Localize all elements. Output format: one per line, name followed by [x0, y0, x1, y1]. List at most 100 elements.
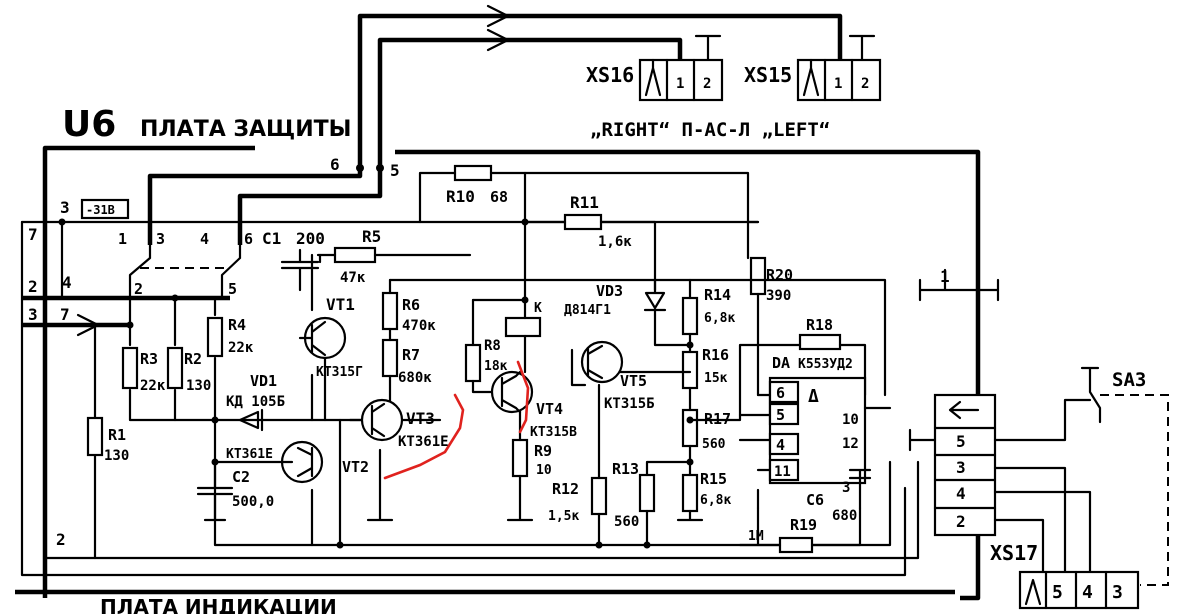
- xs16-pin1: 1: [676, 76, 684, 92]
- r11-ref: R11: [570, 193, 599, 212]
- diode-vd3: [643, 278, 667, 317]
- r15-ref: R15: [700, 470, 727, 488]
- relay-pin-6: 6: [244, 230, 253, 248]
- vt2-ref: VT2: [342, 458, 369, 476]
- da-opamp-symbol: Δ: [808, 386, 819, 407]
- bottom-caption: ПЛАТА ИНДИКАЦИИ: [100, 595, 337, 614]
- resistor-r9: [511, 438, 529, 478]
- relay-pin-4: 4: [200, 230, 209, 248]
- resistor-r8: [464, 343, 482, 383]
- resistor-r1: [86, 416, 104, 457]
- relay-pin-1: 1: [118, 230, 127, 248]
- r8-value: 18к: [484, 359, 508, 374]
- transistor-vt4: [490, 370, 534, 414]
- xs15-pin2: 2: [861, 76, 869, 92]
- transistor-vt5: [580, 340, 624, 384]
- sa3-label: SA3: [1112, 369, 1146, 391]
- da-pin5: 5: [776, 406, 785, 424]
- c6-ref: C6: [806, 491, 824, 509]
- ground-1: [918, 268, 1000, 302]
- r3-ref: R3: [140, 350, 158, 368]
- resistor-r12: [590, 476, 608, 516]
- relay-k-label: К: [534, 301, 542, 316]
- pin-2b: 2: [56, 530, 66, 549]
- vt4-ref: VT4: [536, 400, 563, 418]
- r4-value: 22к: [228, 340, 254, 356]
- resistor-r19: [778, 536, 814, 554]
- relay-pin-5: 5: [228, 280, 237, 298]
- pin-3b: 3: [28, 305, 38, 324]
- xs17-pin5: 5: [1052, 582, 1063, 603]
- vt2-value: КТ361Е: [226, 447, 273, 462]
- pin-7: 7: [28, 225, 38, 244]
- r18-ref: R18: [806, 316, 833, 334]
- diode-vd1: [238, 408, 264, 432]
- vt4-value: КТ315В: [530, 425, 577, 440]
- vd1-value: КД 105Б: [226, 394, 285, 410]
- xs16-pin2: 2: [703, 76, 711, 92]
- resistor-r5: [316, 246, 472, 264]
- block-pin4: 4: [956, 484, 966, 503]
- r13-value: 560: [614, 514, 639, 530]
- vt3-ref: VT3: [406, 409, 435, 428]
- vt5-value: КТ315Б: [604, 396, 655, 412]
- right-connector-block: [908, 366, 1169, 586]
- block-pin3: 3: [956, 458, 966, 477]
- c2-value: 500,0: [232, 494, 274, 510]
- c1-ref: C1: [262, 229, 281, 248]
- pin-7b: 7: [60, 305, 70, 324]
- relay-pin-3: 3: [156, 230, 165, 248]
- da-pin4: 4: [776, 436, 785, 454]
- transistor-vt3: [360, 398, 404, 442]
- r11-value: 1,6к: [598, 234, 632, 250]
- resistor-r16: [681, 350, 699, 390]
- relay-pin-2: 2: [134, 280, 143, 298]
- supply-box: [80, 198, 130, 220]
- resistor-r15: [681, 473, 699, 513]
- r3-value: 22к: [140, 378, 166, 394]
- c1-value: 200: [296, 229, 325, 248]
- resistor-r11: [563, 213, 603, 231]
- r16-value: 15к: [704, 371, 728, 386]
- vt3-value: КТ361Е: [398, 434, 449, 450]
- da-pin6: 6: [776, 384, 785, 402]
- c2-ref: C2: [232, 468, 250, 486]
- relay-contacts: [128, 243, 242, 300]
- r7-ref: R7: [402, 346, 420, 364]
- da-value: К553УД2: [798, 357, 853, 372]
- r2-ref: R2: [184, 350, 202, 368]
- r4-ref: R4: [228, 316, 246, 334]
- resistor-r17: [681, 408, 699, 448]
- transistor-vt2: [213, 440, 324, 484]
- pin-4: 4: [62, 273, 72, 292]
- vd1-ref: VD1: [250, 372, 277, 390]
- da-pin10: 10: [842, 412, 859, 428]
- r19-value: 1М: [748, 529, 764, 544]
- channel-caption: „RIGHT“ П-АС-Л „LEFT“: [590, 119, 830, 141]
- connector-xs17: [1018, 570, 1140, 610]
- red-annotation: [383, 360, 530, 480]
- resistor-r4: [206, 316, 224, 358]
- r6-value: 470к: [402, 318, 436, 334]
- board-title: ПЛАТА ЗАЩИТЫ: [140, 117, 351, 142]
- top-signal-wires: [147, 4, 876, 245]
- resistor-r13: [638, 473, 656, 513]
- r12-value: 1,5к: [548, 509, 579, 524]
- pin-2: 2: [28, 277, 38, 296]
- r10-ref: R10: [446, 187, 475, 206]
- supply-label: -31В: [86, 203, 115, 217]
- board-code: U6: [62, 104, 116, 145]
- r7-value: 680к: [398, 370, 432, 386]
- resistor-r20: [749, 256, 767, 296]
- pin-3: 3: [60, 198, 70, 217]
- r5-value: 47к: [340, 270, 366, 286]
- r19-ref: R19: [790, 516, 817, 534]
- xs15-label: XS15: [744, 63, 792, 87]
- block-pin5: 5: [956, 432, 966, 451]
- xs17-label: XS17: [990, 541, 1038, 565]
- r1-ref: R1: [108, 426, 126, 444]
- r6-ref: R6: [402, 296, 420, 314]
- r8-ref: R8: [484, 338, 501, 354]
- resistor-r7: [381, 338, 399, 378]
- pin-5: 5: [390, 161, 400, 180]
